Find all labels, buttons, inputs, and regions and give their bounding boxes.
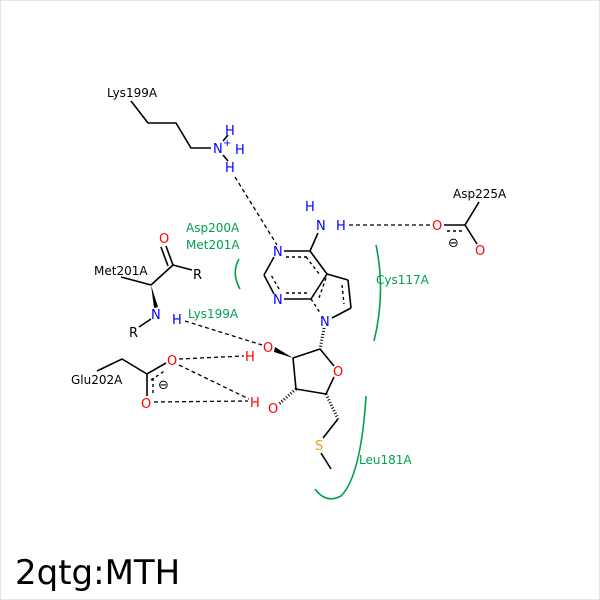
atom-o-glu: O — [167, 354, 177, 369]
atom-n6: N — [316, 219, 326, 234]
residue-labels: Lys199A Asp225A Met201A Glu202A Asp200A … — [71, 86, 507, 467]
atom-h: H — [245, 350, 255, 365]
charge-minus: ⊖ — [448, 236, 459, 251]
diagram-title: 2qtg:MTH — [15, 553, 181, 593]
atom-s: S — [315, 439, 323, 454]
atom-o-asp: O — [432, 219, 442, 234]
contact-label-asp200: Asp200A — [186, 221, 240, 235]
atom-n9: N — [320, 315, 330, 330]
atom-h: H — [172, 313, 182, 328]
charge-plus: + — [223, 138, 231, 149]
contact-label-met201: Met201A — [186, 238, 240, 252]
contact-arc-leu181 — [314, 395, 367, 500]
atom-o4: O — [333, 365, 343, 380]
contact-label-leu181: Leu181A — [359, 453, 412, 467]
atom-o-asp: O — [475, 244, 485, 259]
label-asp225: Asp225A — [453, 187, 507, 201]
hydrogen-bonds — [153, 176, 431, 403]
atoms: N + H H H N N N N H H O O ⊖ O O H O H S … — [129, 124, 485, 454]
label-lys199: Lys199A — [107, 86, 158, 100]
atom-r: R — [193, 268, 202, 283]
bonds — [96, 100, 480, 470]
atom-n-lys: N — [213, 142, 223, 157]
atom-h: H — [250, 396, 260, 411]
atom-h: H — [305, 200, 315, 215]
atom-n3: N — [273, 293, 283, 308]
atom-h: H — [235, 143, 245, 158]
label-met201: Met201A — [94, 264, 148, 278]
atom-h: H — [225, 161, 235, 176]
atom-n-met: N — [151, 308, 161, 323]
label-glu202: Glu202A — [71, 373, 123, 387]
lys-side-chain — [130, 100, 211, 149]
contact-arc-asp200-met201 — [234, 258, 241, 290]
atom-h: H — [225, 124, 235, 139]
atom-h: H — [336, 219, 346, 234]
atom-o-glu: O — [141, 397, 151, 412]
charge-minus: ⊖ — [158, 378, 169, 393]
contact-label-cys117: Cys117A — [376, 273, 430, 287]
contact-label-lys199: Lys199A — [188, 307, 239, 321]
atom-o2: O — [263, 341, 273, 356]
atom-n1: N — [273, 245, 283, 260]
atom-o3: O — [268, 402, 278, 417]
wedge-bond — [274, 347, 293, 358]
atom-r: R — [129, 326, 138, 341]
hydrophobic-contacts — [234, 244, 382, 500]
atom-o-met: O — [159, 232, 169, 247]
contact-arc-cys117 — [373, 244, 382, 342]
